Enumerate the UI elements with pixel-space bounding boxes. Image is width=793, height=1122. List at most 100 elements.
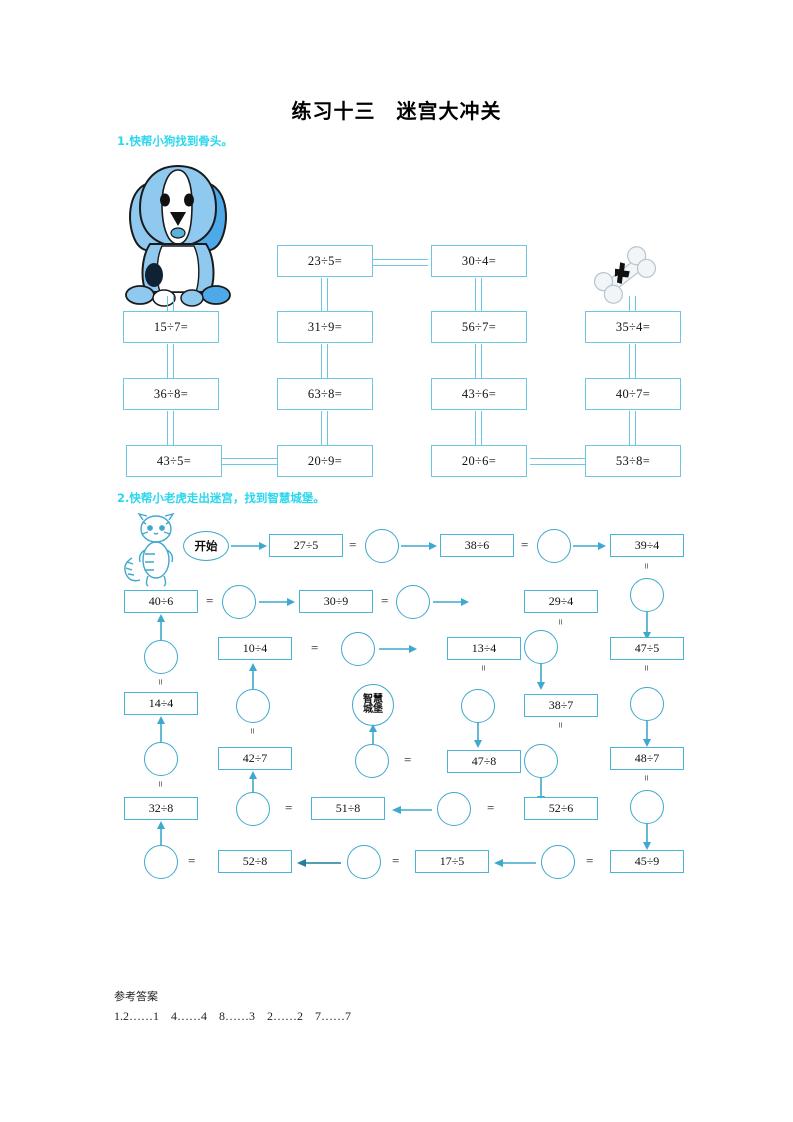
equals-sign: = bbox=[392, 853, 400, 868]
maze-expression[interactable]: 38÷7 bbox=[524, 694, 598, 717]
answer-key-title: 参考答案 bbox=[114, 990, 158, 1003]
arrow-down-icon bbox=[639, 824, 655, 850]
maze-expression[interactable]: 45÷9 bbox=[610, 850, 684, 873]
start-node[interactable]: 开始 bbox=[183, 531, 229, 561]
arrow-left-icon bbox=[392, 802, 432, 818]
wisdom-castle-node[interactable]: 智慧 城堡 bbox=[352, 684, 394, 726]
arrow-up-icon bbox=[153, 614, 169, 640]
maze-cell[interactable]: 53÷8= bbox=[585, 445, 681, 477]
answer-circle[interactable] bbox=[236, 689, 270, 723]
maze-expression[interactable]: 17÷5 bbox=[415, 850, 489, 873]
maze-cell[interactable]: 40÷7= bbox=[585, 378, 681, 410]
maze-connector bbox=[629, 344, 636, 378]
answer-key-block: 参考答案 1.2……1 4……4 8……3 2……2 7……7 bbox=[114, 988, 351, 1024]
answer-circle[interactable] bbox=[144, 742, 178, 776]
equals-sign: = bbox=[521, 537, 529, 552]
equals-sign-vertical: = bbox=[554, 721, 567, 729]
answer-circle[interactable] bbox=[524, 630, 558, 664]
dog-illustration bbox=[118, 152, 238, 307]
section-2-heading: 2.快帮小老虎走出迷宫，找到智慧城堡。 bbox=[117, 491, 325, 505]
answer-circle[interactable] bbox=[396, 585, 430, 619]
maze-cell[interactable]: 35÷4= bbox=[585, 311, 681, 343]
arrow-right-icon bbox=[231, 538, 267, 554]
answer-circle[interactable] bbox=[630, 790, 664, 824]
maze-cell[interactable]: 30÷4= bbox=[431, 245, 527, 277]
arrow-down-icon bbox=[639, 721, 655, 747]
maze-connector bbox=[321, 411, 328, 445]
maze-expression[interactable]: 40÷6 bbox=[124, 590, 198, 613]
equals-sign: = bbox=[285, 800, 293, 815]
equals-sign-vertical: = bbox=[640, 774, 653, 782]
maze-expression[interactable]: 52÷6 bbox=[524, 797, 598, 820]
equals-sign: = bbox=[188, 853, 196, 868]
maze-cell[interactable]: 43÷6= bbox=[431, 378, 527, 410]
maze-expression[interactable]: 29÷4 bbox=[524, 590, 598, 613]
arrow-down-icon bbox=[639, 612, 655, 640]
maze-cell[interactable]: 20÷9= bbox=[277, 445, 373, 477]
answer-circle[interactable] bbox=[144, 845, 178, 879]
castle-label-line2: 城堡 bbox=[363, 704, 383, 715]
maze-expression[interactable]: 39÷4 bbox=[610, 534, 684, 557]
maze-expression[interactable]: 27÷5 bbox=[269, 534, 343, 557]
page-title: 练习十三 迷宫大冲关 bbox=[291, 99, 502, 123]
answer-circle[interactable] bbox=[630, 578, 664, 612]
maze-expression[interactable]: 42÷7 bbox=[218, 747, 292, 770]
maze-expression[interactable]: 13÷4 bbox=[447, 637, 521, 660]
maze-connector bbox=[475, 278, 482, 312]
equals-sign-vertical: = bbox=[154, 780, 167, 788]
maze-expression[interactable]: 47÷8 bbox=[447, 750, 521, 773]
maze-cell[interactable]: 43÷5= bbox=[126, 445, 222, 477]
maze-cell[interactable]: 23÷5= bbox=[277, 245, 373, 277]
maze-expression[interactable]: 14÷4 bbox=[124, 692, 198, 715]
arrow-right-icon bbox=[573, 538, 606, 554]
answer-circle[interactable] bbox=[222, 585, 256, 619]
equals-sign: = bbox=[487, 800, 495, 815]
answer-circle[interactable] bbox=[355, 744, 389, 778]
answer-circle[interactable] bbox=[341, 632, 375, 666]
arrow-right-icon bbox=[401, 538, 437, 554]
maze-expression[interactable]: 52÷8 bbox=[218, 850, 292, 873]
bone-illustration bbox=[586, 240, 664, 310]
answer-circle[interactable] bbox=[461, 689, 495, 723]
maze-connector bbox=[475, 344, 482, 378]
maze-expression[interactable]: 10÷4 bbox=[218, 637, 292, 660]
maze-cell[interactable]: 31÷9= bbox=[277, 311, 373, 343]
maze-connector bbox=[167, 344, 174, 378]
arrow-up-icon bbox=[153, 716, 169, 742]
answer-circle[interactable] bbox=[630, 687, 664, 721]
equals-sign: = bbox=[311, 640, 319, 655]
maze-expression[interactable]: 48÷7 bbox=[610, 747, 684, 770]
maze-expression[interactable]: 51÷8 bbox=[311, 797, 385, 820]
equals-sign: = bbox=[586, 853, 594, 868]
maze-cell[interactable]: 63÷8= bbox=[277, 378, 373, 410]
equals-sign-vertical: = bbox=[554, 618, 567, 626]
castle-label-line1: 智慧 bbox=[363, 693, 383, 705]
answer-circle[interactable] bbox=[537, 529, 571, 563]
maze-expression[interactable]: 47÷5 bbox=[610, 637, 684, 660]
maze-cell[interactable]: 56÷7= bbox=[431, 311, 527, 343]
answer-circle[interactable] bbox=[524, 744, 558, 778]
answer-circle[interactable] bbox=[347, 845, 381, 879]
answer-circle[interactable] bbox=[541, 845, 575, 879]
maze-cell[interactable]: 20÷6= bbox=[431, 445, 527, 477]
arrow-up-icon bbox=[245, 663, 261, 689]
section-1-heading: 1.快帮小狗找到骨头。 bbox=[117, 134, 233, 148]
answer-circle[interactable] bbox=[144, 640, 178, 674]
equals-sign: = bbox=[404, 752, 412, 767]
maze-expression[interactable]: 30÷9 bbox=[299, 590, 373, 613]
maze-expression[interactable]: 38÷6 bbox=[440, 534, 514, 557]
equals-sign: = bbox=[349, 537, 357, 552]
answer-circle[interactable] bbox=[365, 529, 399, 563]
maze-connector bbox=[321, 344, 328, 378]
maze-connector bbox=[370, 259, 428, 266]
answer-circle[interactable] bbox=[437, 792, 471, 826]
arrow-left-icon bbox=[297, 855, 341, 871]
maze-cell[interactable]: 15÷7= bbox=[123, 311, 219, 343]
maze-expression[interactable]: 32÷8 bbox=[124, 797, 198, 820]
equals-sign-vertical: = bbox=[640, 562, 653, 570]
maze-connector bbox=[530, 458, 585, 465]
equals-sign: = bbox=[206, 593, 214, 608]
maze-cell[interactable]: 36÷8= bbox=[123, 378, 219, 410]
answer-key-line: 1.2……1 4……4 8……3 2……2 7……7 bbox=[114, 1009, 352, 1023]
answer-circle[interactable] bbox=[236, 792, 270, 826]
